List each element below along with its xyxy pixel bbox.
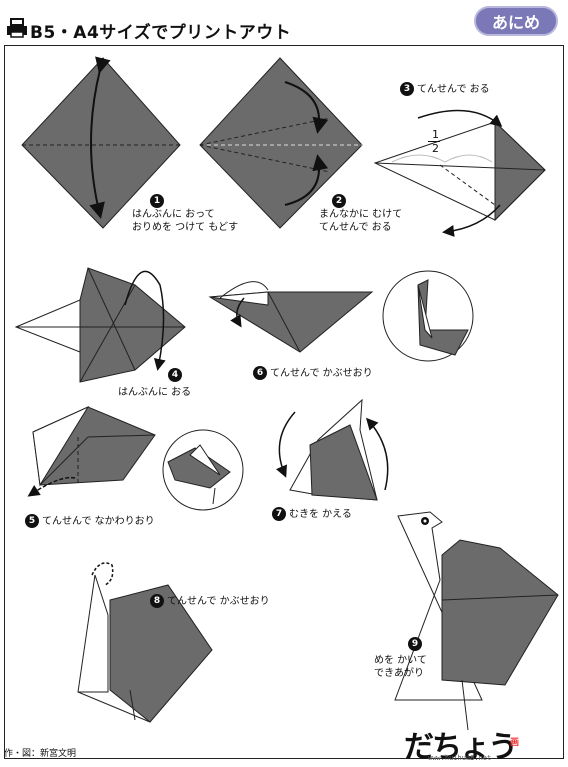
- step-5-figure: [27, 405, 244, 511]
- diagram-frame: [4, 45, 564, 759]
- logo-red-mark: 画: [510, 738, 520, 748]
- step-7-text: むきを かえる: [289, 509, 352, 520]
- step-2-text-1: まんなかに むけて: [319, 209, 403, 220]
- step-4-number: 4: [168, 367, 182, 382]
- step-1-text-1: はんぶんに おって: [132, 209, 215, 220]
- author-credit: 作・図：新宮文明: [4, 749, 77, 759]
- step-2-label: 2: [332, 190, 349, 209]
- step-1-label: 1: [150, 190, 167, 209]
- step-7-number: 7: [272, 507, 286, 521]
- step-9-label: 9: [408, 633, 425, 652]
- anime-badge[interactable]: あにめ: [474, 6, 558, 36]
- page-title: B5・A4サイズでプリントアウト: [30, 23, 292, 43]
- step-4-figure: [14, 267, 186, 383]
- fraction-top: 1: [432, 128, 439, 141]
- step-9-text-1: めを かいて: [374, 655, 427, 666]
- step-8-text: てんせんで かぶせおり: [167, 596, 270, 607]
- title-logo: だちょう: [404, 730, 518, 765]
- step-8-number: 8: [150, 594, 164, 608]
- step-9-figure: [394, 511, 559, 731]
- step-1-text-2: おりめを つけて もどす: [132, 222, 239, 233]
- step-4-label: 4: [168, 364, 185, 383]
- step-7-figure: [275, 398, 389, 501]
- step-4-text: はんぶんに おる: [118, 387, 192, 398]
- step-2-number: 2: [332, 193, 346, 208]
- step-5-text: てんせんで なかわりおり: [42, 516, 155, 527]
- step-9-number: 9: [408, 636, 422, 651]
- step-3-text: てんせんで おる: [417, 84, 490, 95]
- step-8-figure: [77, 562, 213, 723]
- step-3-number: 3: [400, 82, 414, 96]
- step-6-number: 6: [253, 366, 267, 380]
- step-5-number: 5: [25, 514, 39, 528]
- step-1-number: 1: [150, 193, 164, 208]
- printer-icon: [7, 18, 27, 38]
- logo-url: www.huihua8.net: [428, 754, 492, 762]
- step-6-text: てんせんで かぶせおり: [270, 368, 373, 379]
- step-2-text-2: てんせんで おる: [319, 222, 392, 233]
- step-2-figure: [199, 57, 363, 229]
- fraction-bar: [428, 141, 440, 142]
- step-6-figure: [208, 270, 474, 362]
- fraction-bottom: 2: [432, 142, 439, 155]
- step-1-figure: [21, 56, 181, 229]
- step-3-figure: [373, 109, 546, 237]
- step-9-text-2: できあがり: [374, 668, 424, 679]
